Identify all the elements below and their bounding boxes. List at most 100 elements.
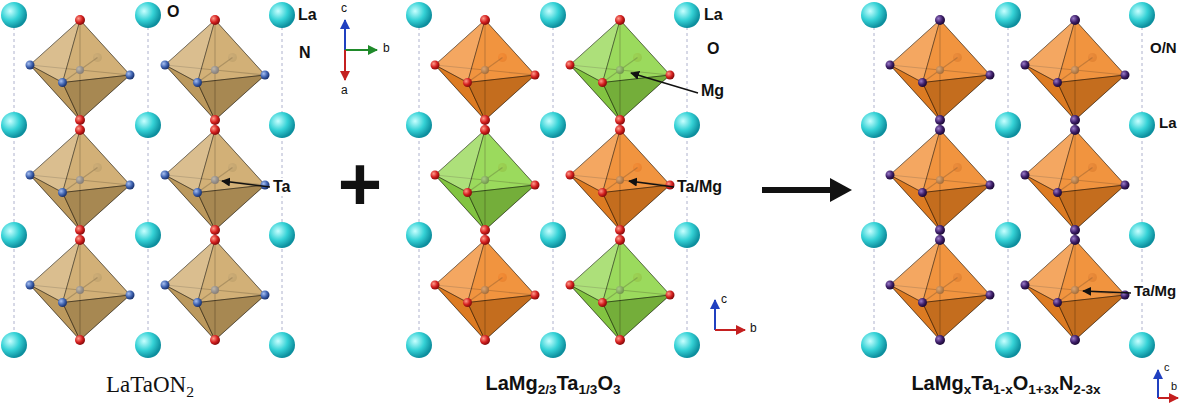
atom-label: Ta: [272, 178, 291, 196]
la-atom: [861, 112, 887, 138]
plus-sign: +: [338, 140, 382, 227]
octahedron-shade: [1058, 240, 1126, 303]
octahedron: [435, 240, 535, 340]
anion-atom: [615, 115, 625, 125]
axis-b: [715, 329, 745, 331]
octahedron-face: [603, 240, 671, 303]
octahedron: [30, 240, 130, 340]
anion-atom: [261, 291, 270, 300]
octahedron-shade: [198, 240, 266, 303]
anion-atom: [463, 298, 472, 307]
element-symbol: N: [170, 372, 187, 397]
octahedron-shade: [198, 185, 266, 230]
element-symbol: O: [597, 372, 613, 394]
atom-label: Mg: [700, 82, 725, 100]
element-symbol: Ta: [971, 372, 993, 394]
anion-atom: [210, 335, 220, 345]
octahedron-face: [198, 20, 266, 83]
subscript: 2/3: [538, 382, 557, 397]
octahedron-shade: [468, 20, 536, 83]
octahedron: [890, 130, 990, 230]
anion-atom: [75, 235, 85, 245]
octahedron-shade: [198, 75, 266, 120]
octahedron-shade: [603, 185, 671, 230]
octahedron-shade: [923, 130, 991, 193]
atom-label: La: [703, 6, 724, 24]
anion-atom: [1021, 281, 1030, 290]
anion-atom: [26, 281, 35, 290]
octahedron-shade: [63, 240, 131, 303]
anion-atom: [1021, 61, 1030, 70]
axis-label: c: [1163, 361, 1171, 373]
anion-atom: [615, 15, 625, 25]
octahedron-face: [198, 240, 266, 303]
arrows-and-axes: [222, 20, 1178, 398]
axis-a: [344, 50, 346, 80]
anion-atom: [210, 235, 220, 245]
octahedron-shade: [923, 20, 991, 83]
subscript: 2-3x: [1073, 382, 1100, 397]
leader-line: [1083, 291, 1131, 293]
cell-edge: [553, 15, 554, 345]
anion-atom: [1070, 115, 1080, 125]
la-atom: [995, 112, 1021, 138]
octahedron-face: [198, 295, 266, 340]
octahedron-shade: [63, 75, 131, 120]
la-atom: [674, 2, 700, 28]
anion-atom: [566, 281, 575, 290]
axis-c: [714, 300, 716, 330]
octahedron: [570, 240, 670, 340]
anion-atom: [935, 235, 945, 245]
octahedron-shade: [63, 130, 131, 193]
leader-line: [222, 181, 270, 187]
anion-atom: [58, 78, 67, 87]
octahedron: [435, 20, 535, 120]
octahedron-face: [1058, 185, 1126, 230]
anion-atom: [986, 181, 995, 190]
la-atom: [540, 2, 566, 28]
octahedron-face: [923, 295, 991, 340]
atom-label: La: [1158, 115, 1178, 132]
la-atom: [674, 112, 700, 138]
anion-atom: [531, 181, 540, 190]
anion-atom: [598, 188, 607, 197]
anion-atom: [161, 171, 170, 180]
cell-edge: [148, 15, 149, 345]
octahedron-face: [198, 130, 266, 193]
cell-edge: [14, 15, 15, 345]
la-atom: [540, 332, 566, 358]
octahedron-face: [603, 130, 671, 193]
subscript: 1/3: [578, 382, 597, 397]
octahedron-face: [198, 185, 266, 230]
anion-atom: [480, 125, 490, 135]
octahedron: [30, 130, 130, 230]
anion-atom: [918, 188, 927, 197]
octahedron-face: [468, 130, 536, 193]
anion-atom: [126, 291, 135, 300]
la-atom: [406, 2, 432, 28]
octahedron-shade: [1058, 75, 1126, 120]
anion-atom: [126, 181, 135, 190]
octahedron-face: [1058, 130, 1126, 193]
anion-atom: [1021, 171, 1030, 180]
octahedron-shade: [63, 20, 131, 83]
octahedron-shade: [923, 75, 991, 120]
anion-atom: [75, 115, 85, 125]
anion-atom: [58, 188, 67, 197]
anion-atom: [935, 115, 945, 125]
atom-label: Ta/Mg: [1133, 283, 1177, 300]
octahedron-face: [603, 20, 671, 83]
la-atom: [1129, 112, 1155, 138]
element-symbol: Ta: [557, 372, 579, 394]
anion-atom: [1070, 335, 1080, 345]
anion-atom: [986, 291, 995, 300]
anion-atom: [75, 225, 85, 235]
anion-atom: [1121, 71, 1130, 80]
octahedron-shade: [1058, 130, 1126, 193]
octahedron-face: [1058, 295, 1126, 340]
la-atom: [406, 112, 432, 138]
octahedron: [30, 20, 130, 120]
anion-atom: [161, 281, 170, 290]
anion-atom: [431, 281, 440, 290]
